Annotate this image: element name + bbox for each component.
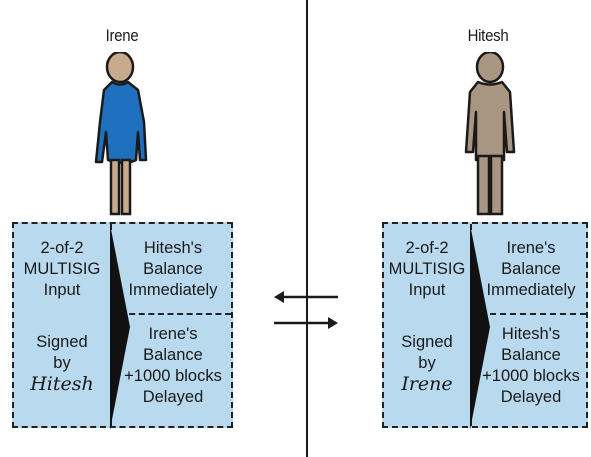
multisig-input-label: 2-of-2 MULTISIG Input [23,239,101,299]
exchange-arrows [274,291,338,329]
signed-by-label: Signed by Irene [384,332,470,395]
transaction-arrow-wedge [110,224,130,430]
immediate-output-label: Hitesh's Balance Immediately [128,239,218,299]
irene-name-label: Irene [105,26,139,45]
left-arrow-icon [274,291,338,303]
signature-irene: Irene [401,373,453,395]
irene-figure [94,52,148,216]
output-divider [110,313,231,315]
immediate-output-label: Irene's Balance Immediately [486,239,576,299]
multisig-input-label: 2-of-2 MULTISIG Input [388,239,466,299]
signature-hitesh: Hitesh [30,373,94,395]
right-arrow-icon [274,317,338,329]
center-divider [306,0,308,457]
hitesh-figure [464,52,516,216]
delayed-output-label: Hitesh's Balance +1000 blocks Delayed [482,325,580,406]
delayed-output-label: Irene's Balance +1000 blocks Delayed [124,325,222,406]
hitesh-commitment-transaction: 2-of-2 MULTISIG Input Signed by Irene Ir… [382,222,588,430]
transaction-arrow-wedge [470,224,490,430]
signed-by-label: Signed by Hitesh [14,332,110,395]
irene-commitment-transaction: 2-of-2 MULTISIG Input Signed by Hitesh H… [12,222,233,430]
output-divider [470,313,586,315]
hitesh-name-label: Hitesh [467,26,509,45]
